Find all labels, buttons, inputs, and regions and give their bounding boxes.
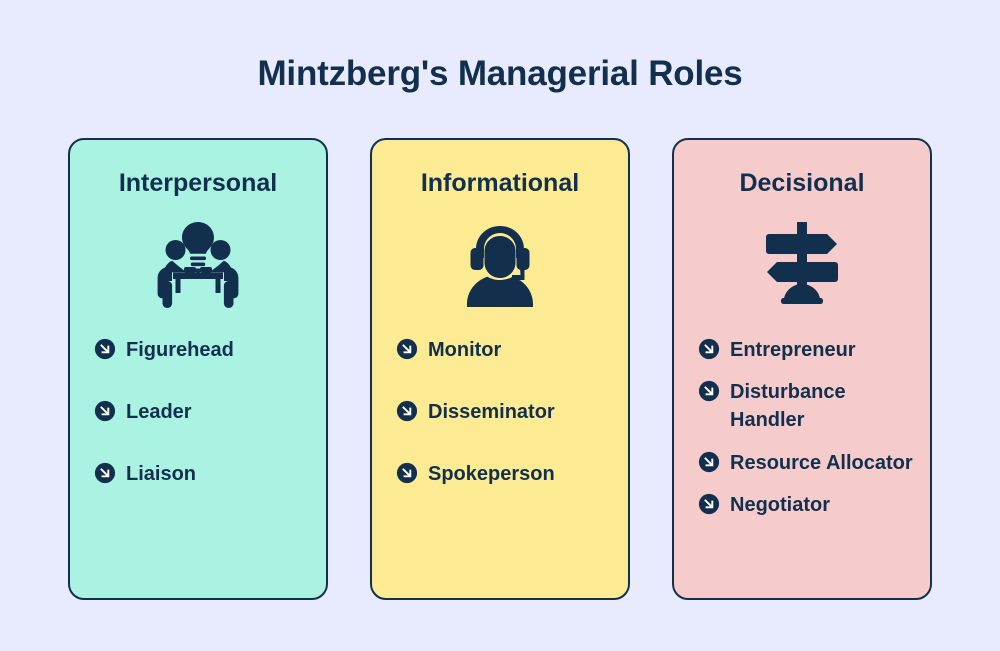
arrow-down-right-circle-icon (698, 493, 720, 515)
meeting-people-lightbulb-icon (148, 214, 248, 314)
list-item: Monitor (396, 336, 614, 364)
page-title: Mintzberg's Managerial Roles (257, 54, 743, 93)
arrow-down-right-circle-icon (396, 338, 418, 360)
arrow-down-right-circle-icon (698, 451, 720, 473)
list-item: Entrepreneur (698, 336, 916, 364)
arrow-down-right-circle-icon (396, 400, 418, 422)
list-item: Disseminator (396, 398, 614, 426)
list-item: Disturbance Handler (698, 378, 916, 435)
role-label: Disturbance Handler (730, 380, 846, 432)
card-title: Informational (420, 169, 580, 197)
role-label: Monitor (428, 338, 502, 361)
list-item: Resource Allocator (698, 449, 916, 477)
card-title: Decisional (739, 169, 865, 197)
role-card-informational: Informational (370, 138, 630, 600)
role-label: Liaison (126, 463, 197, 486)
arrow-down-right-circle-icon (396, 462, 418, 484)
list-item: Negotiator (698, 491, 916, 519)
list-item: Figurehead (94, 336, 312, 364)
role-label: Leader (126, 400, 192, 423)
role-list: Monitor Disseminator (372, 336, 628, 523)
list-item: Liaison (94, 460, 312, 488)
arrow-down-right-circle-icon (94, 338, 116, 360)
role-label: Spokeperson (428, 463, 555, 486)
list-item: Spokeperson (396, 460, 614, 488)
arrow-down-right-circle-icon (698, 338, 720, 360)
role-list: Figurehead Leader (70, 336, 326, 523)
arrow-down-right-circle-icon (698, 380, 720, 402)
role-label: Figurehead (126, 338, 234, 361)
headset-person-icon (454, 214, 546, 314)
card-title: Interpersonal (118, 169, 278, 197)
role-card-decisional: Decisional (672, 138, 932, 600)
role-category-cards: Interpersonal (68, 138, 932, 600)
role-list: Entrepreneur Disturbance Handler (674, 336, 930, 534)
list-item: Leader (94, 398, 312, 426)
role-label: Disseminator (428, 400, 555, 423)
arrow-down-right-circle-icon (94, 400, 116, 422)
role-label: Resource Allocator (730, 451, 913, 474)
arrow-down-right-circle-icon (94, 462, 116, 484)
role-label: Negotiator (730, 494, 830, 517)
role-label: Entrepreneur (730, 338, 856, 361)
role-card-interpersonal: Interpersonal (68, 138, 328, 600)
signpost-directions-icon (757, 214, 847, 314)
